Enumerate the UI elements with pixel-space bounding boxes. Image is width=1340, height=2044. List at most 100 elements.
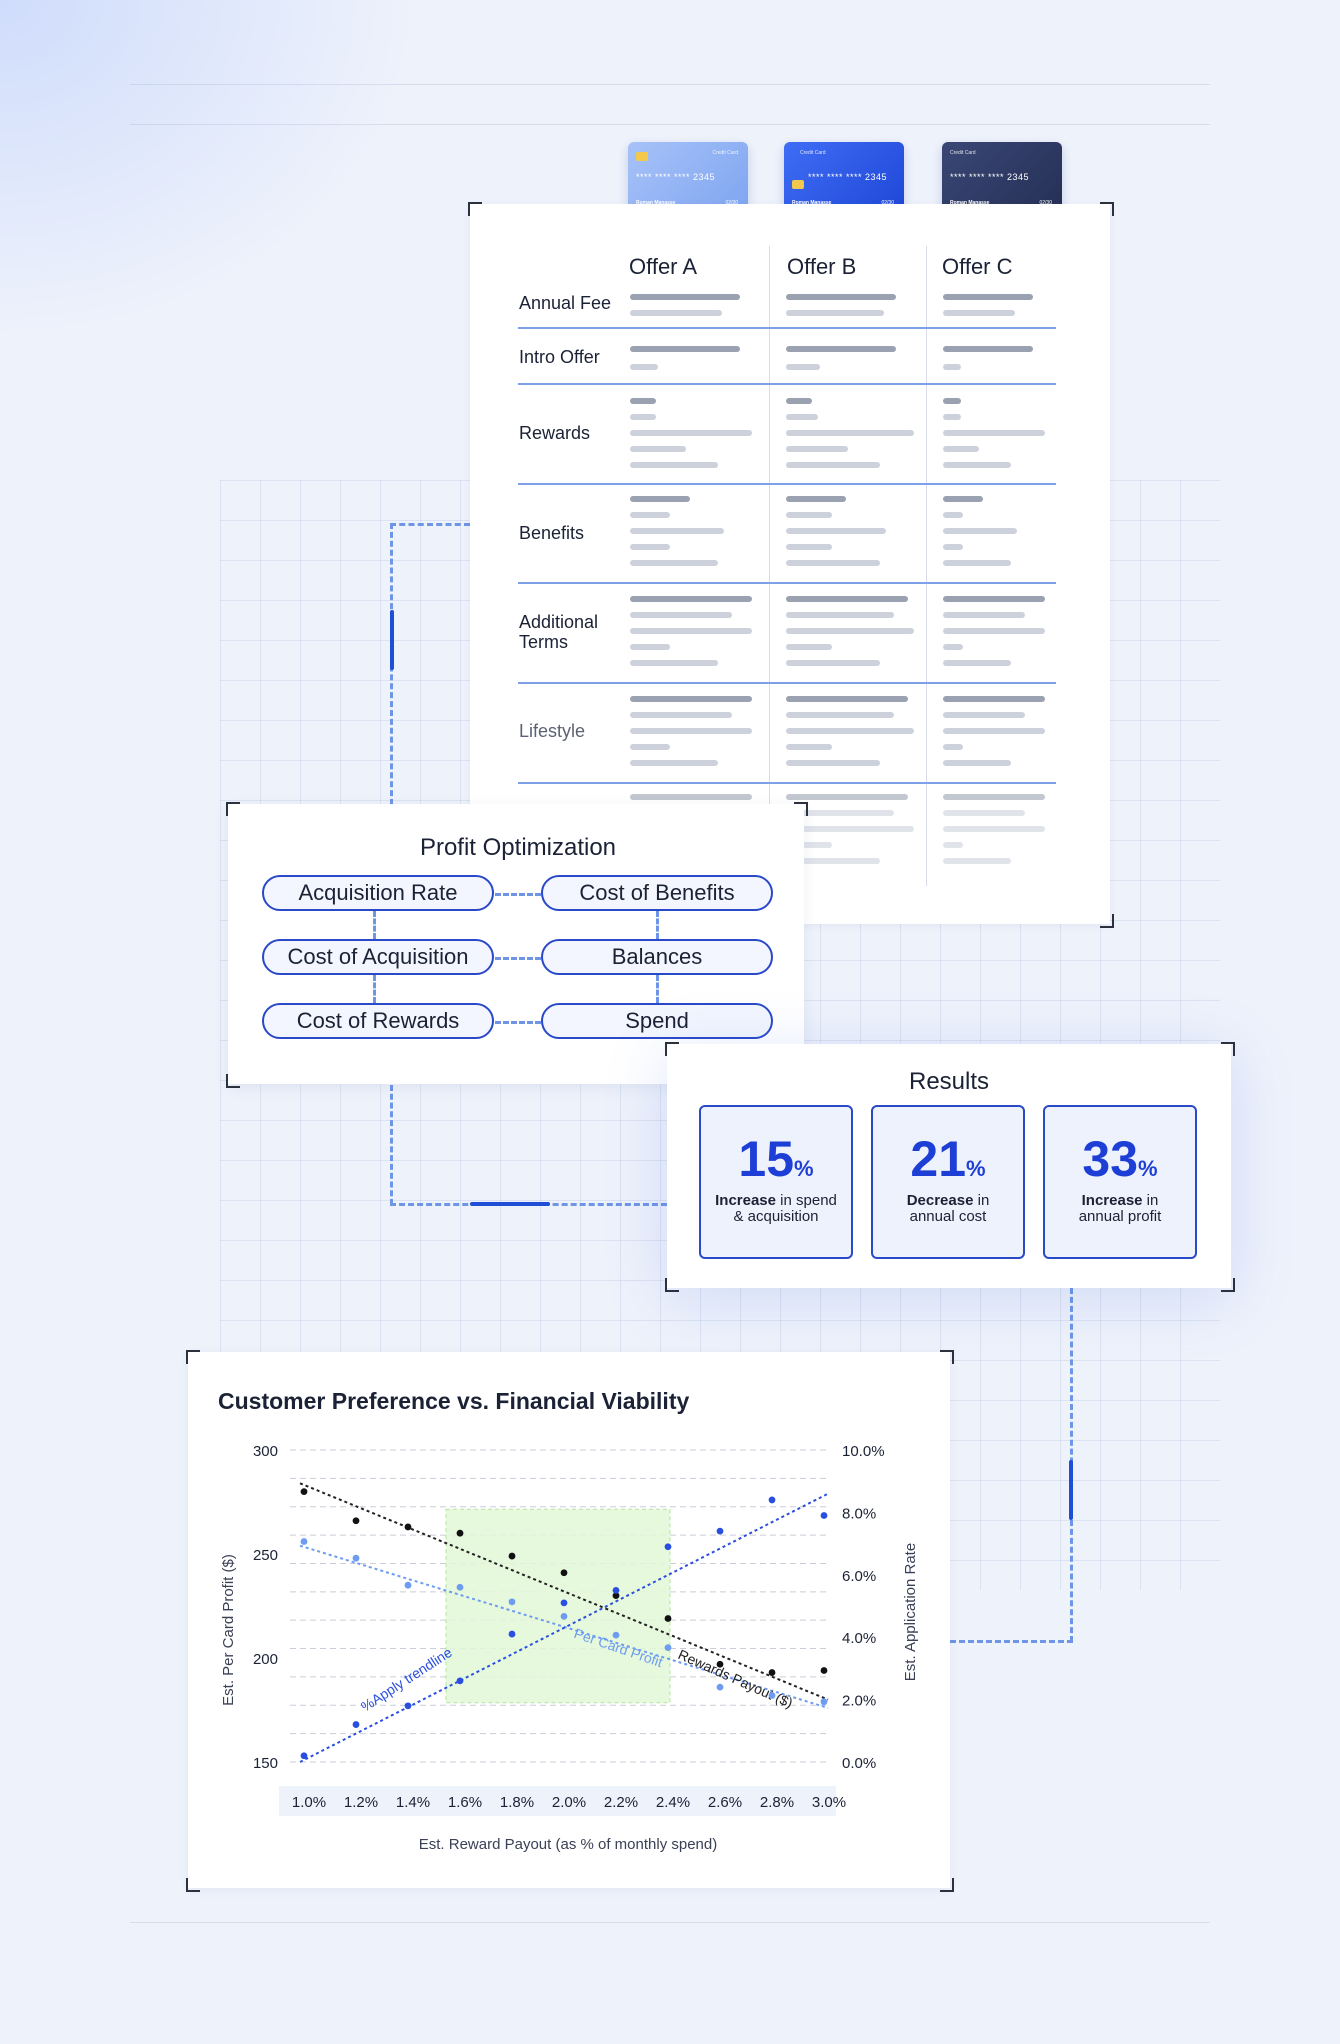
corner-mark	[468, 202, 482, 216]
row-divider	[518, 327, 1056, 329]
corner-mark	[1221, 1042, 1235, 1056]
placeholder-bar	[630, 294, 740, 300]
placeholder-bar	[943, 398, 961, 404]
corner-mark	[186, 1878, 200, 1892]
placeholder-bar	[786, 842, 832, 848]
placeholder-bar	[630, 728, 752, 734]
card-label: Credit Card	[950, 150, 976, 156]
placeholder-bar	[786, 560, 880, 566]
connector	[390, 523, 470, 526]
placeholder-bar	[943, 760, 1011, 766]
pill-connector	[495, 893, 541, 896]
placeholder-bar	[630, 364, 658, 370]
pill-cost-of-rewards: Cost of Rewards	[262, 1003, 494, 1039]
placeholder-bar	[786, 696, 908, 702]
placeholder-bar	[630, 310, 722, 316]
card-holder: Roman Manasse	[792, 200, 832, 206]
row-label-annual-fee: Annual Fee	[519, 293, 612, 313]
corner-mark	[1100, 914, 1114, 928]
placeholder-bar	[630, 628, 752, 634]
corner-mark	[940, 1350, 954, 1364]
result-value: 33%	[1082, 1131, 1158, 1187]
pill-connector	[656, 911, 659, 939]
placeholder-bar	[943, 512, 963, 518]
pill-spend: Spend	[541, 1003, 773, 1039]
pill-connector	[373, 911, 376, 939]
placeholder-bar	[943, 430, 1045, 436]
chart-panel	[188, 1352, 950, 1888]
corner-mark	[794, 802, 808, 816]
placeholder-bar	[786, 794, 908, 800]
corner-mark	[1100, 202, 1114, 216]
placeholder-bar	[786, 810, 894, 816]
corner-mark	[226, 1074, 240, 1088]
column-header-offer-a: Offer A	[629, 254, 698, 279]
profit-optimization-title: Profit Optimization	[419, 834, 617, 861]
placeholder-bar	[630, 612, 732, 618]
placeholder-bar	[630, 528, 724, 534]
placeholder-bar	[630, 462, 718, 468]
placeholder-bar	[786, 612, 894, 618]
chip-icon	[636, 152, 648, 161]
connector-accent	[470, 1202, 550, 1206]
row-divider	[518, 782, 1056, 784]
placeholder-bar	[786, 446, 848, 452]
connector-accent	[1069, 1460, 1073, 1520]
placeholder-bar	[786, 712, 894, 718]
placeholder-bar	[630, 512, 670, 518]
results-title: Results	[908, 1068, 990, 1095]
placeholder-bar	[786, 430, 914, 436]
placeholder-bar	[786, 310, 884, 316]
card-holder: Roman Manasse	[636, 200, 676, 206]
corner-mark	[186, 1350, 200, 1364]
placeholder-bar	[786, 826, 914, 832]
placeholder-bar	[630, 496, 690, 502]
placeholder-bar	[943, 744, 963, 750]
placeholder-bar	[786, 512, 832, 518]
placeholder-bar	[630, 596, 752, 602]
placeholder-bar	[943, 294, 1033, 300]
placeholder-bar	[943, 728, 1045, 734]
corner-mark	[665, 1042, 679, 1056]
column-header-offer-c: Offer C	[942, 254, 1013, 279]
placeholder-bar	[786, 660, 880, 666]
placeholder-bar	[943, 528, 1017, 534]
placeholder-bar	[786, 628, 914, 634]
placeholder-bar	[630, 644, 670, 650]
row-label-lifestyle: Lifestyle	[519, 721, 586, 741]
corner-mark	[940, 1878, 954, 1892]
placeholder-bar	[943, 496, 983, 502]
row-divider	[518, 483, 1056, 485]
card-number: **** **** **** 2345	[950, 172, 1030, 182]
pill-acquisition-rate: Acquisition Rate	[262, 875, 494, 911]
connector	[390, 1085, 393, 1205]
row-divider	[518, 383, 1056, 385]
placeholder-bar	[630, 560, 718, 566]
placeholder-bar	[630, 744, 670, 750]
placeholder-bar	[630, 398, 656, 404]
chart-title: Customer Preference vs. Financial Viabil…	[218, 1388, 690, 1414]
corner-mark	[226, 802, 240, 816]
corner-mark	[1221, 1278, 1235, 1292]
placeholder-bar	[786, 760, 880, 766]
placeholder-bar	[786, 496, 846, 502]
connector	[950, 1640, 1073, 1643]
placeholder-bar	[786, 398, 812, 404]
chip-icon	[792, 180, 804, 189]
pill-connector	[495, 1021, 541, 1024]
row-divider	[518, 582, 1056, 584]
placeholder-bar	[786, 596, 908, 602]
card-expiry: 02/30	[725, 200, 738, 206]
placeholder-bar	[630, 696, 752, 702]
pill-cost-of-acquisition: Cost of Acquisition	[262, 939, 494, 975]
placeholder-bar	[630, 660, 718, 666]
placeholder-bar	[943, 628, 1045, 634]
placeholder-bar	[943, 644, 963, 650]
result-description: Increase in spend& acquisition	[715, 1192, 837, 1225]
placeholder-bar	[630, 346, 740, 352]
placeholder-bar	[786, 528, 886, 534]
placeholder-bar	[943, 446, 979, 452]
placeholder-bar	[786, 294, 896, 300]
